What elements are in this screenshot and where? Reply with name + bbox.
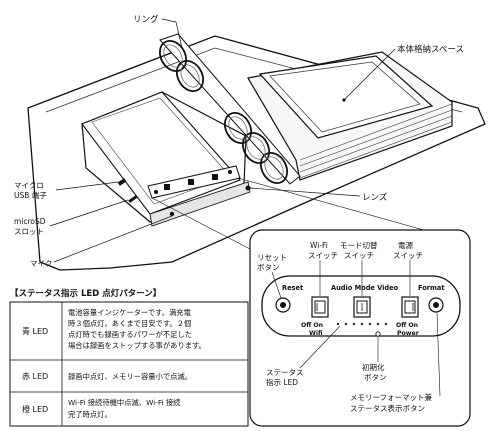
- led-row-orange-line-1: Wi-Fi 接続待機中点滅、Wi-Fi 接続: [68, 398, 181, 407]
- panel-text-off-on-right: Off On: [396, 322, 418, 329]
- power-slide-switch[interactable]: [401, 296, 419, 318]
- device-reset-hole: [154, 190, 158, 194]
- leader-dot-storage: [342, 98, 346, 102]
- led-row-orange-name: 橙 LED: [22, 404, 48, 414]
- label-init-button-1: 初期化: [362, 362, 385, 372]
- led-row-blue-line-1: 電池容量インジケーターです。満充電: [68, 308, 192, 317]
- label-microsd-1: microSD: [14, 217, 46, 226]
- zoom-line-right: [237, 177, 453, 239]
- device-usb-port: [117, 178, 127, 186]
- wifi-slide-switch[interactable]: [311, 296, 329, 318]
- panel-text-audio-mode-video: Audio Mode Video: [331, 284, 399, 292]
- ring-4: [241, 132, 271, 164]
- led-row-red-line-1: 録画中点灯、メモリー容量小で点滅。: [68, 372, 192, 381]
- zoom-line-left: [151, 197, 253, 251]
- panel-text-reset: Reset: [282, 284, 303, 292]
- leader-mic: [53, 215, 173, 263]
- status-led-dots: [336, 322, 388, 326]
- device-switch-wifi: [164, 184, 170, 190]
- leader-body-storage: [343, 48, 396, 101]
- led-row-blue-line-4: 場合は録画をストップする事があります。: [68, 341, 206, 350]
- led-row-blue-line-2: 時３個点灯。あくまで目安です。２個: [68, 319, 191, 328]
- panel-text-off-on-left: Off On: [301, 322, 323, 329]
- leader-ring: [161, 18, 177, 23]
- device-mic-hole: [169, 211, 175, 217]
- label-micro-usb-1: マイクロ: [14, 181, 44, 190]
- device-switch-mode: [188, 179, 194, 185]
- label-wifi-switch-2: スイッチ: [308, 251, 338, 260]
- panel-text-wifi: Wifi: [309, 330, 323, 337]
- leader-reset-button: [271, 271, 282, 299]
- reset-button-dot: [280, 302, 286, 308]
- init-button[interactable]: [375, 331, 381, 337]
- format-button-dot: [433, 302, 439, 308]
- led-row-blue-line-3: 点灯時でも録画するパワーが不足した: [68, 330, 192, 339]
- leader-format-button: [436, 312, 441, 397]
- leader-micro-usb: [55, 181, 119, 191]
- label-format-button-2: ステータス表示ボタン: [350, 403, 425, 413]
- label-power-switch-1: 電源: [398, 241, 413, 250]
- ring-highlights: [163, 44, 284, 180]
- leader-ring-2: [175, 21, 183, 49]
- label-body-storage: 本体格納スペース: [397, 44, 464, 55]
- label-reset-button-2: ボタン: [257, 263, 280, 272]
- label-reset-button-1: リセット: [257, 253, 287, 262]
- label-status-led-1: ステータス: [266, 368, 304, 377]
- label-lens: レンズ: [362, 192, 388, 203]
- label-power-switch-2: スイッチ: [393, 251, 423, 260]
- right-page-stack-edge: [299, 103, 453, 179]
- label-mode-switch-1: モード切替: [340, 240, 378, 250]
- label-wifi-switch-1: Wi-Fi: [310, 241, 328, 250]
- ring-5: [259, 152, 289, 184]
- panel-text-power: Power: [397, 330, 420, 337]
- device-lens-hole: [245, 185, 251, 191]
- led-table: [9, 301, 249, 427]
- device-switch-power: [212, 174, 218, 180]
- label-mic: マイク: [30, 259, 52, 268]
- leader-status-led: [299, 325, 341, 369]
- ring-3: [223, 112, 253, 144]
- label-format-button-1: メモリーフォーマット兼: [350, 392, 433, 402]
- leader-lens: [249, 187, 361, 197]
- label-init-button-2: ボタン: [364, 373, 387, 382]
- label-microsd-2: スロット: [14, 227, 44, 236]
- device-sd-slot: [128, 195, 138, 203]
- mode-slide-switch[interactable]: [353, 296, 371, 318]
- label-micro-usb-2: USB 端子: [14, 190, 47, 200]
- device-flap-band: [149, 181, 251, 227]
- label-mode-switch-2: スイッチ: [344, 251, 374, 260]
- device-format-hole: [228, 170, 232, 174]
- led-table-title: 【ステータス指示 LED 点灯パターン】: [10, 288, 161, 299]
- label-ring: リング: [133, 14, 159, 25]
- body-storage-inner: [269, 61, 421, 133]
- panel-text-format: Format: [418, 284, 445, 292]
- led-row-orange-line-2: 完了時点灯。: [68, 410, 112, 419]
- leader-microsd: [49, 199, 129, 227]
- led-row-red-name: 赤 LED: [22, 372, 48, 381]
- label-status-led-2: 指示 LED: [266, 377, 298, 387]
- led-row-blue-name: 青 LED: [22, 326, 48, 336]
